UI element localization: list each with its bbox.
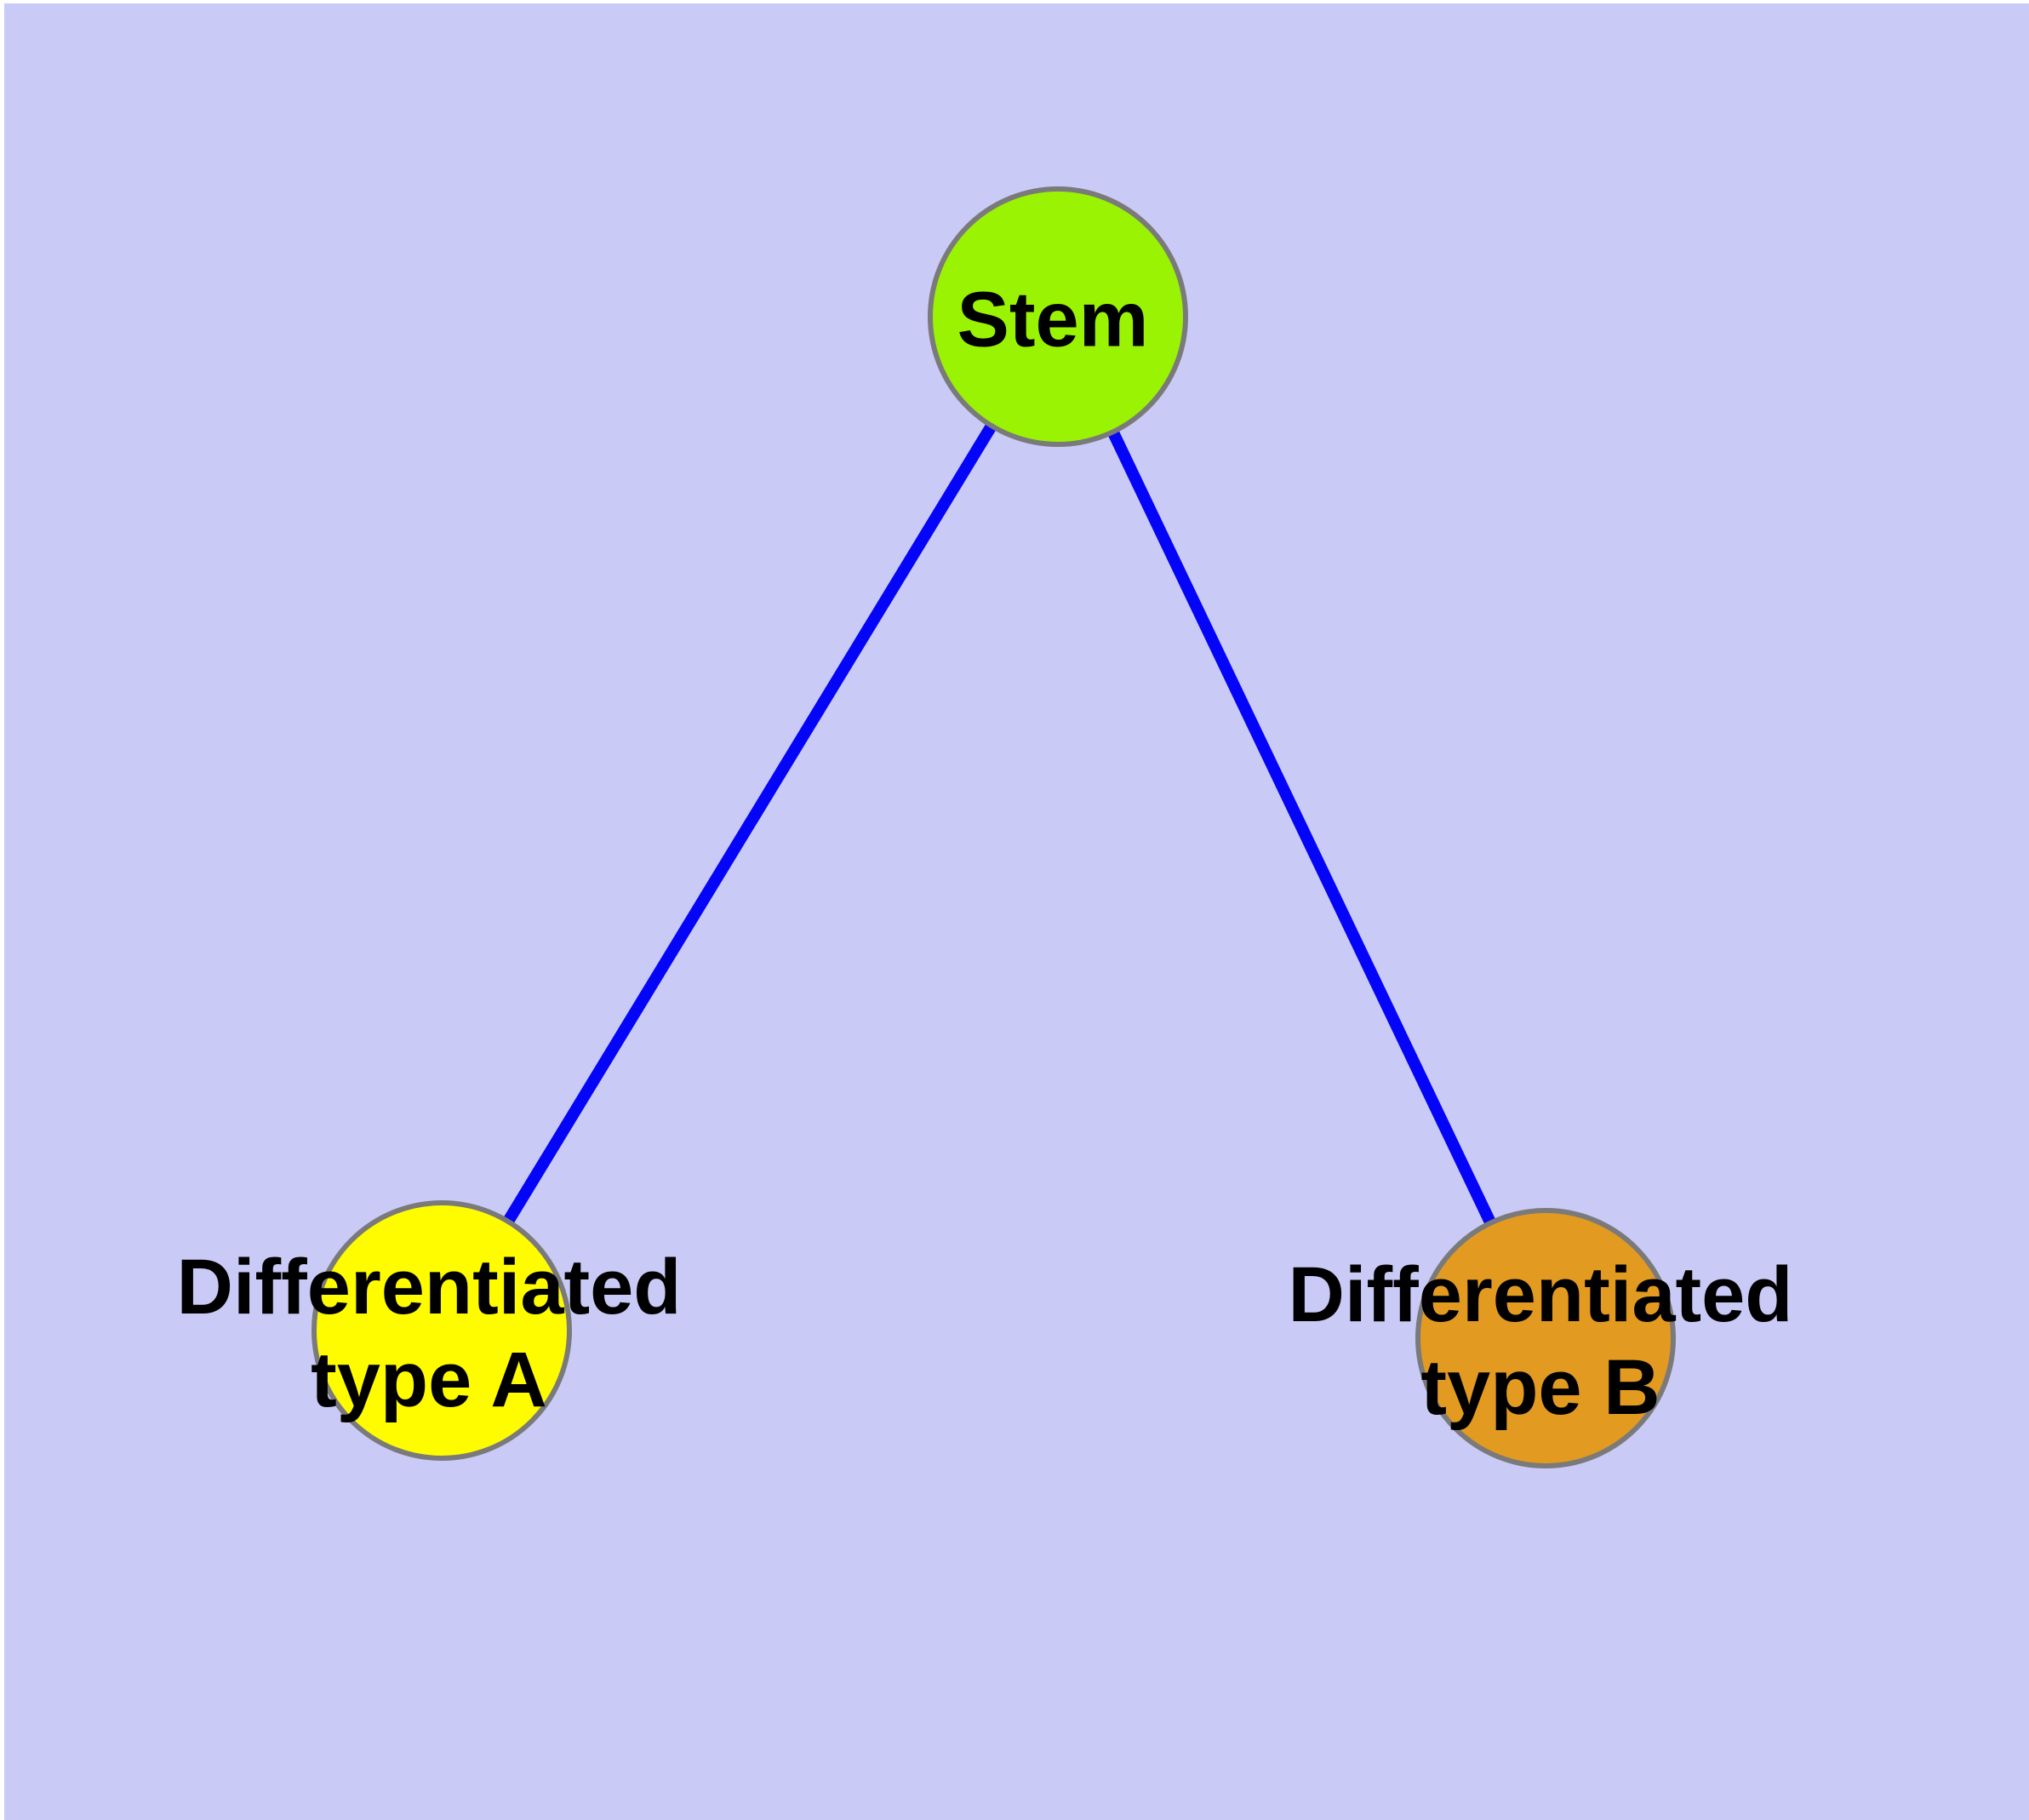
edge-stem-to-type-a bbox=[437, 313, 1063, 1334]
edge-stem-to-type-b bbox=[1052, 313, 1552, 1342]
type-b-node-circle[interactable] bbox=[1415, 1208, 1676, 1468]
stem-node-circle[interactable] bbox=[928, 186, 1188, 447]
type-a-node-circle[interactable] bbox=[311, 1200, 572, 1461]
